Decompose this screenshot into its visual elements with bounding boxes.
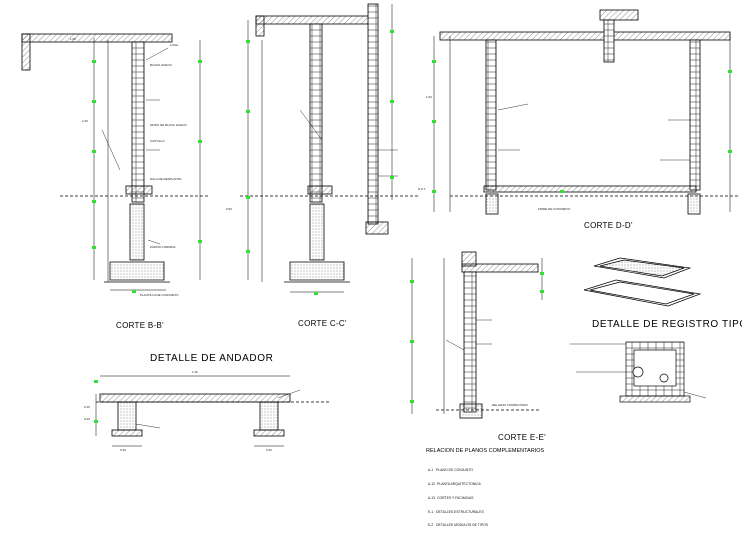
section-b <box>21 33 210 291</box>
walkway-detail <box>95 375 330 447</box>
dimension-label: 0.40 <box>266 448 272 452</box>
drawing-sheet <box>21 3 740 447</box>
corte-c-title: CORTE C-C' <box>298 319 347 328</box>
dimension-label: 0.60 <box>226 207 232 211</box>
relacion-item: A-12 PLANTA ARQUITECTONICA <box>428 481 481 486</box>
annotation-dala: DALA DE DESPLANTE <box>150 177 182 181</box>
annotation-nivel: N.P.T. <box>418 187 426 191</box>
corte-e-title: CORTE E-E' <box>498 433 546 442</box>
relacion-title: RELACION DE PLANOS COMPLEMENTARIOS <box>426 448 545 454</box>
corte-d-title: CORTE D-D' <box>584 221 633 230</box>
dimension-label: 0.30 <box>120 448 126 452</box>
annotation-block-hueco: BLOCK HUECO <box>150 63 172 67</box>
relacion-item: E-1 DETALLES ESTRUCTURALES <box>428 509 484 514</box>
dimension-label: 0.15 <box>84 405 90 409</box>
relacion-item: A-1 PLANO DE CONJUNTO <box>428 468 473 473</box>
annotation-muro: MURO DE BLOCK HUECO <box>150 123 187 127</box>
annotation-zapata: ZAPATA CORRIDA <box>150 245 176 249</box>
corte-b-title: CORTE B-B' <box>116 321 164 330</box>
dimension-label: 0.20 <box>84 417 90 421</box>
annotation-relleno: RELLENO COMPACTADO <box>492 403 528 407</box>
relacion-item: E-2 DETALLES MODULOS DE TIPOS <box>428 523 488 528</box>
registro-title: DETALLE DE REGISTRO TIPO <box>592 319 742 330</box>
annotation-plantilla: PLANTILLA DE CONCRETO <box>140 293 179 297</box>
dimension-label: 1.00 <box>426 95 432 99</box>
annotation-firme: FIRME DE CONCRETO <box>538 207 571 211</box>
section-c <box>240 3 420 293</box>
section-e <box>411 251 543 419</box>
andador-title: DETALLE DE ANDADOR <box>150 353 274 364</box>
relacion-item: A-13 CORTES Y FACHADAS <box>428 495 474 500</box>
andador-width-label: 1.20 <box>192 370 198 374</box>
dimension-label: 2.40 <box>82 119 88 123</box>
annotation-losa: LOSA <box>170 43 179 47</box>
relacion-list: A-1 PLANO DE CONJUNTO A-12 PLANTA ARQUIT… <box>428 459 488 533</box>
dimension-markers <box>92 30 732 423</box>
dimension-label: 1.05 <box>70 37 76 41</box>
section-d <box>433 9 740 215</box>
manhole-detail <box>570 257 707 403</box>
annotation-castillo: CASTILLO <box>150 139 165 143</box>
